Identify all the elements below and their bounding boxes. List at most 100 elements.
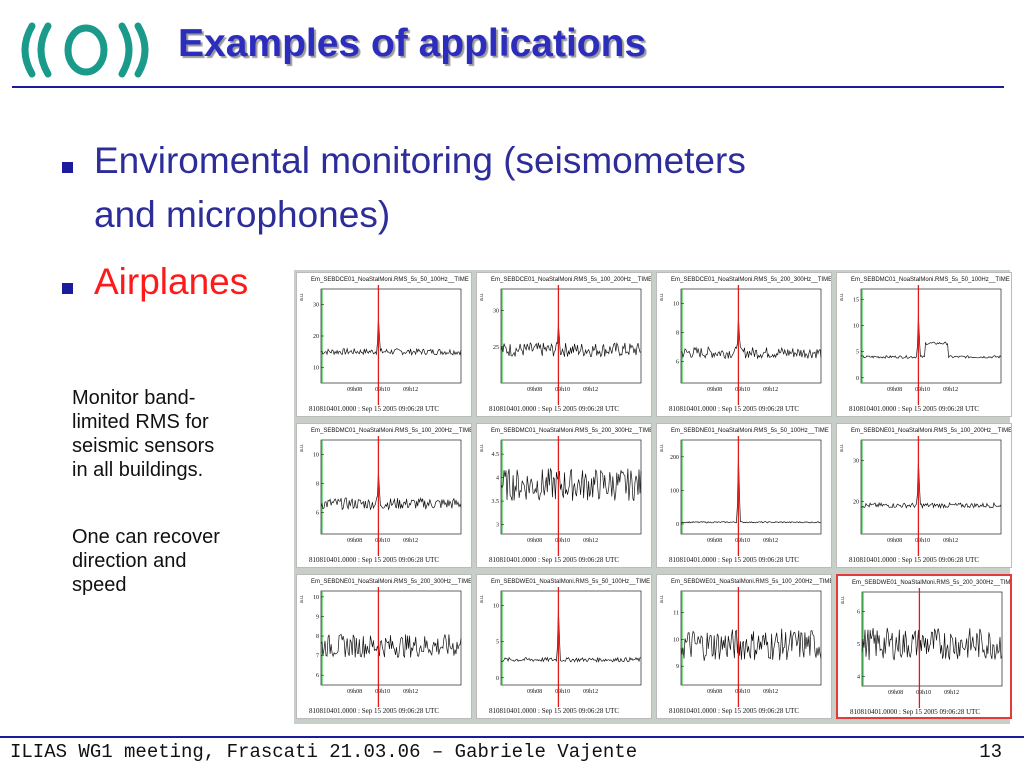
plot-frame [500, 439, 642, 535]
x-tick-label: 09h08 [887, 538, 902, 544]
series-line [860, 315, 1002, 359]
seismic-chart-panel: Em_SEBDCE01_NoaStalMoni.RMS_5s_100_200Hz… [476, 272, 652, 417]
plot-frame [500, 590, 642, 686]
chart-title: Em_SEBDNE01_NoaStalMoni.RMS_5s_100_200Hz… [851, 428, 1012, 434]
y-axis-label: a.u. [839, 444, 845, 452]
ego-logo-icon [21, 22, 149, 78]
y-tick-label: 7 [316, 654, 319, 660]
seismic-chart-panel: Em_SEBDNE01_NoaStalMoni.RMS_5s_200_300Hz… [296, 574, 472, 719]
page-number: 13 [979, 741, 1002, 763]
x-tick-label: 09h10 [375, 538, 390, 544]
chart-timestamp: 810810401.0000 : Sep 15 2005 09:06:28 UT… [850, 708, 981, 716]
x-tick-label: 09h12 [403, 387, 418, 393]
y-tick-label: 5 [857, 642, 860, 648]
x-tick-label: 09h10 [375, 689, 390, 695]
y-axis-label: a.u. [299, 595, 305, 603]
series-line [500, 324, 641, 358]
plot-frame [320, 288, 462, 384]
y-tick-label: 3.5 [492, 499, 500, 505]
bullet-marker [62, 283, 73, 294]
y-tick-label: 10 [853, 324, 859, 330]
chart-timestamp: 810810401.0000 : Sep 15 2005 09:06:28 UT… [669, 556, 800, 564]
x-tick-label: 09h12 [403, 689, 418, 695]
y-tick-label: 20 [313, 334, 319, 340]
x-tick-label: 09h08 [527, 387, 542, 393]
chart-timestamp: 810810401.0000 : Sep 15 2005 09:06:28 UT… [849, 556, 980, 564]
x-tick-label: 09h12 [763, 689, 778, 695]
y-tick-label: 10 [493, 603, 499, 609]
x-tick-label: 09h08 [347, 538, 362, 544]
seismic-chart-panel: Em_SEBDWE01_NoaStalMoni.RMS_5s_50_100Hz_… [476, 574, 652, 719]
chart-timestamp: 810810401.0000 : Sep 15 2005 09:06:28 UT… [309, 707, 440, 715]
x-tick-label: 09h10 [915, 387, 930, 393]
y-tick-label: 10 [313, 595, 319, 601]
y-tick-label: 4 [496, 476, 499, 482]
bullet-environmental-cont: and microphones) [94, 194, 391, 235]
y-tick-label: 0 [496, 676, 499, 682]
seismic-chart-panel: Em_SEBDMC01_NoaStalMoni.RMS_5s_200_300Hz… [476, 423, 652, 568]
plot-frame [500, 288, 642, 384]
series-line [680, 455, 822, 524]
chart-title: Em_SEBDWE01_NoaStalMoni.RMS_5s_200_300Hz… [852, 580, 1012, 586]
y-tick-label: 8 [316, 481, 319, 487]
y-axis-label: a.u. [659, 444, 665, 452]
note-line: in all buildings. [72, 459, 204, 481]
series-line [680, 316, 822, 360]
y-tick-label: 4.5 [492, 452, 500, 458]
x-tick-label: 09h08 [707, 387, 722, 393]
bullet-airplanes: Airplanes [94, 261, 249, 302]
y-tick-label: 20 [853, 499, 859, 505]
y-tick-label: 6 [857, 609, 860, 615]
seismic-chart-panel: Em_SEBDCE01_NoaStalMoni.RMS_5s_200_300Hz… [656, 272, 832, 417]
x-tick-label: 09h08 [527, 689, 542, 695]
x-tick-label: 09h10 [735, 689, 750, 695]
chart-title: Em_SEBDWE01_NoaStalMoni.RMS_5s_100_200Hz… [671, 579, 832, 585]
plot-frame [861, 591, 1003, 687]
series-line [500, 467, 642, 502]
chart-title: Em_SEBDMC01_NoaStalMoni.RMS_5s_200_300Hz… [491, 428, 652, 434]
x-tick-label: 09h10 [735, 538, 750, 544]
chart-title: Em_SEBDCE01_NoaStalMoni.RMS_5s_50_100Hz_… [311, 277, 469, 283]
y-tick-label: 0 [676, 522, 679, 528]
chart-timestamp: 810810401.0000 : Sep 15 2005 09:06:28 UT… [489, 707, 620, 715]
page-title: Examples of applications [178, 22, 647, 65]
chart-title: Em_SEBDNE01_NoaStalMoni.RMS_5s_50_100Hz_… [671, 428, 829, 434]
y-tick-label: 8 [316, 634, 319, 640]
chart-timestamp: 810810401.0000 : Sep 15 2005 09:06:28 UT… [309, 405, 440, 413]
chart-timestamp: 810810401.0000 : Sep 15 2005 09:06:28 UT… [489, 556, 620, 564]
series-line [320, 633, 462, 659]
series-line [680, 628, 822, 661]
x-tick-label: 09h12 [944, 690, 959, 696]
x-tick-label: 09h12 [763, 538, 778, 544]
x-tick-label: 09h10 [555, 387, 570, 393]
x-tick-label: 09h08 [888, 690, 903, 696]
note-line: Monitor band- [72, 387, 196, 409]
bullet-environmental: Enviromental monitoring (seismometers [94, 140, 746, 181]
x-tick-label: 09h10 [555, 538, 570, 544]
chart-timestamp: 810810401.0000 : Sep 15 2005 09:06:28 UT… [669, 405, 800, 413]
series-line [320, 317, 462, 356]
note-line: seismic sensors [72, 435, 215, 457]
seismic-chart-panel: Em_SEBDNE01_NoaStalMoni.RMS_5s_100_200Hz… [836, 423, 1012, 568]
plot-frame [320, 439, 462, 535]
note-line: One can recover [72, 526, 220, 548]
y-tick-label: 0 [856, 376, 859, 382]
x-tick-label: 09h12 [583, 387, 598, 393]
y-axis-label: a.u. [299, 444, 305, 452]
y-tick-label: 30 [493, 309, 499, 315]
x-tick-label: 09h12 [943, 387, 958, 393]
footer-text: ILIAS WG1 meeting, Frascati 21.03.06 – G… [10, 741, 638, 763]
y-tick-label: 6 [316, 510, 319, 516]
x-tick-label: 09h08 [527, 538, 542, 544]
y-axis-label: a.u. [840, 596, 846, 604]
seismic-chart-panel: Em_SEBDMC01_NoaStalMoni.RMS_5s_100_200Hz… [296, 423, 472, 568]
x-tick-label: 09h12 [583, 538, 598, 544]
